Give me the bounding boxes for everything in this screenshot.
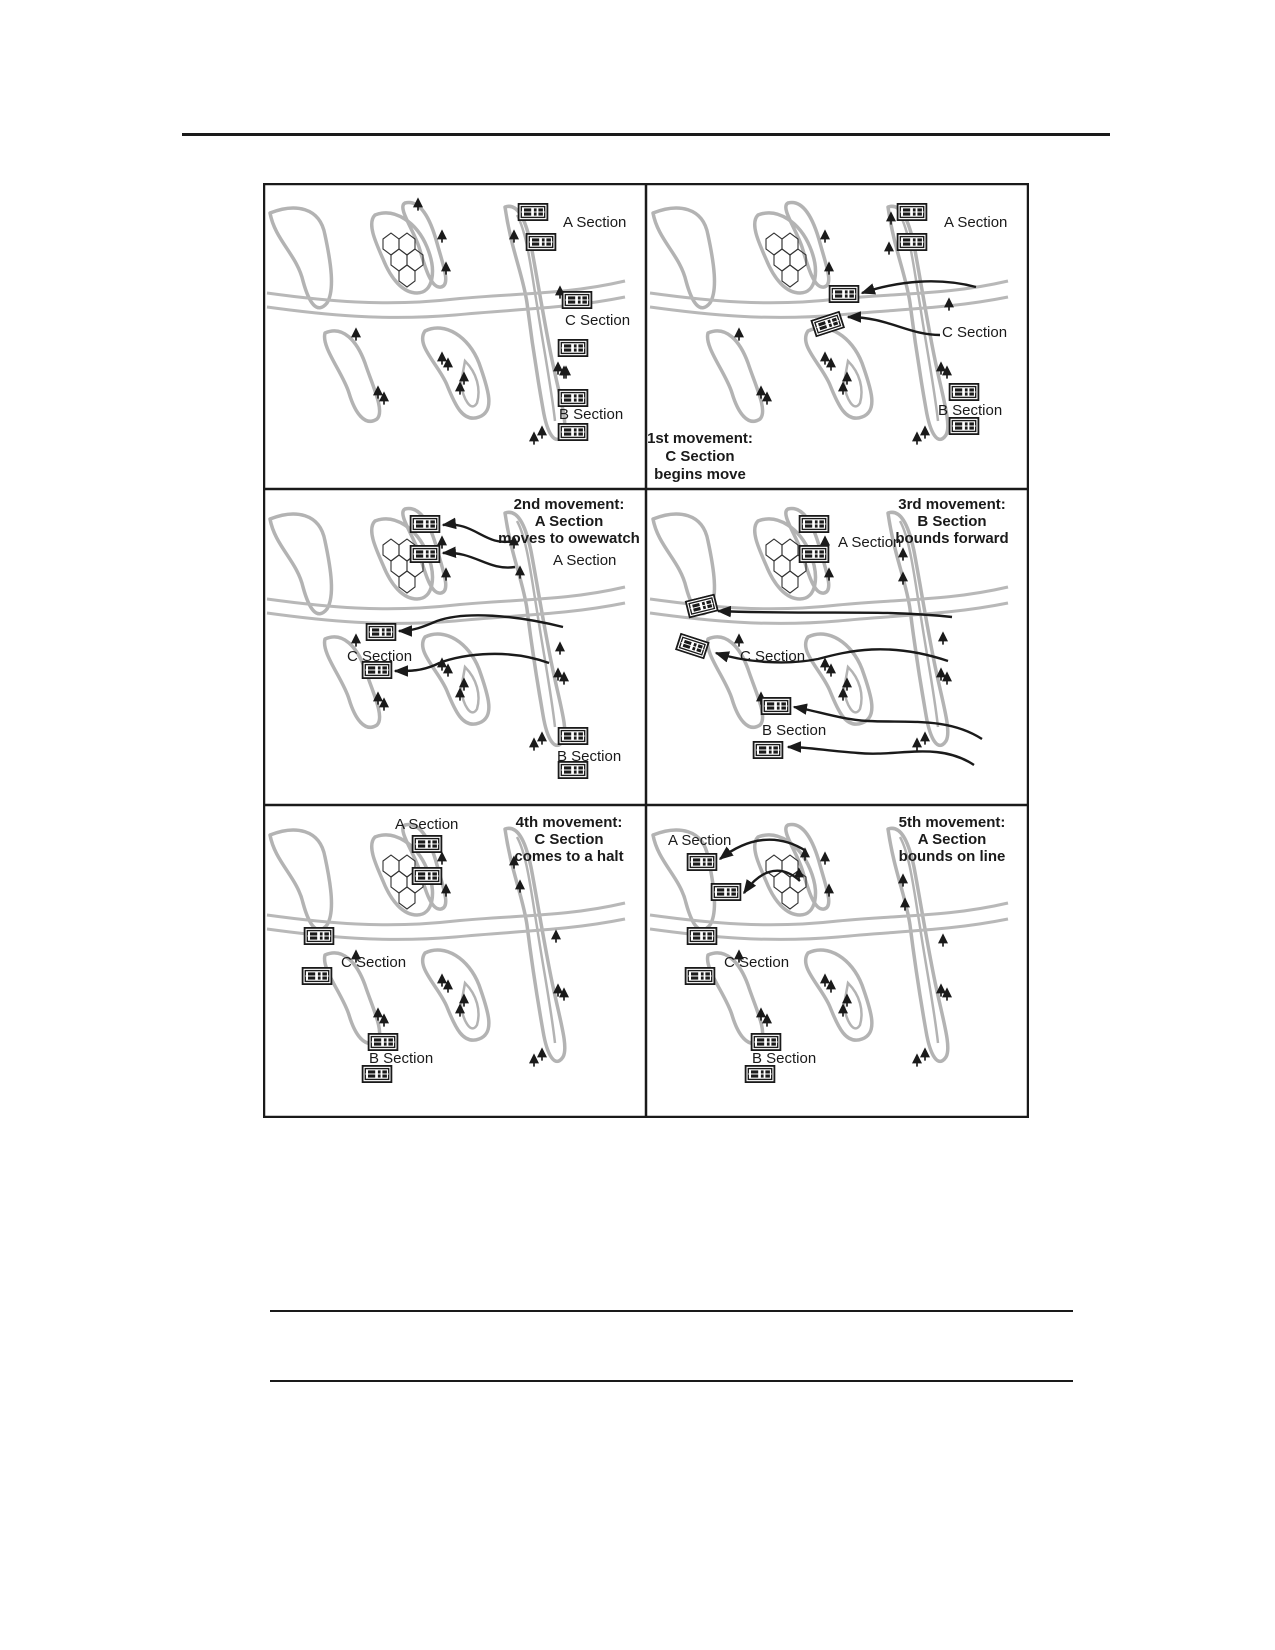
movement-arrow-icon (441, 517, 514, 544)
panel-3-label-b: B Section (557, 748, 621, 765)
panel-4-caption-2: B Section (917, 513, 986, 530)
tank-icon (365, 623, 397, 641)
tank-icon (896, 233, 928, 251)
panel-5-caption-3: comes to a halt (514, 848, 623, 865)
panel-4-caption-1: 3rd movement: (898, 496, 1006, 513)
tank-icon (948, 417, 980, 435)
tank-icon (798, 545, 830, 563)
panel-6-caption-2: A Section (918, 831, 987, 848)
tank-icon (409, 515, 441, 533)
footer-rule-bottom (270, 1380, 1073, 1382)
movement-arrow-icon (792, 703, 983, 741)
panel-3-label-a: A Section (553, 552, 616, 569)
panel-1-label-c: C Section (565, 312, 630, 329)
movement-arrow-icon (846, 311, 941, 337)
tank-icon (517, 203, 549, 221)
movement-arrow-icon (397, 614, 564, 637)
bounding-overwatch-figure: A Section C Section B Section A Section … (263, 183, 1029, 1118)
tank-icon (411, 867, 443, 885)
tank-icon (411, 835, 443, 853)
panel-6-caption-1: 5th movement: (899, 814, 1006, 831)
movement-arrow-icon (393, 652, 550, 677)
tank-icon (752, 741, 784, 759)
movement-arrow-icon (714, 648, 949, 664)
tank-icon (301, 967, 333, 985)
tank-icon (798, 515, 830, 533)
tank-icon (557, 389, 589, 407)
movement-arrow-icon (743, 869, 801, 895)
movement-arrow-icon (786, 741, 975, 766)
tank-icon (896, 203, 928, 221)
movement-arrow-icon (716, 605, 953, 619)
panel-5-caption-1: 4th movement: (516, 814, 623, 831)
tank-icon (557, 423, 589, 441)
panel-5-label-c: C Section (341, 954, 406, 971)
panel-4-label-c: C Section (740, 648, 805, 665)
panel-4-label-a: A Section (838, 534, 901, 551)
panel-6-label-b: B Section (752, 1050, 816, 1067)
panel-1-label-b: B Section (559, 406, 623, 423)
tank-icon (744, 1065, 776, 1083)
footer-rule-top (270, 1310, 1073, 1312)
panel-5-map: A Section C Section B Section 4th moveme… (267, 814, 625, 1083)
panel-5-label-b: B Section (369, 1050, 433, 1067)
tank-icon (557, 339, 589, 357)
tank-icon (409, 545, 441, 563)
panel-2-map: A Section C Section B Section 1st moveme… (647, 203, 1008, 483)
tank-icon (686, 927, 718, 945)
panel-4-label-b: B Section (762, 722, 826, 739)
tank-icon (367, 1033, 399, 1051)
panel-1-label-a: A Section (563, 214, 626, 231)
tank-icon (828, 285, 860, 303)
panel-6-label-a: A Section (668, 832, 731, 849)
tank-icon (361, 1065, 393, 1083)
header-rule (182, 133, 1110, 136)
tank-icon (684, 967, 716, 985)
panel-2-label-b: B Section (938, 402, 1002, 419)
panel-6-map: A Section C Section B Section 5th moveme… (650, 814, 1008, 1083)
tank-icon (561, 291, 593, 309)
panel-4-map: A Section C Section B Section 3rd moveme… (650, 496, 1009, 766)
panel-6-label-c: C Section (724, 954, 789, 971)
tank-icon (710, 883, 742, 901)
tank-icon (303, 927, 335, 945)
panel-2-caption-3: begins move (654, 466, 746, 483)
panel-2-caption-2: C Section (665, 448, 734, 465)
tank-icon (686, 853, 718, 871)
panel-3-caption-1: 2nd movement: (514, 496, 625, 513)
panel-2-label-a: A Section (944, 214, 1007, 231)
panel-3-caption-2: A Section (535, 513, 604, 530)
panel-5-label-a: A Section (395, 816, 458, 833)
tank-icon (557, 727, 589, 745)
movement-arrow-icon (441, 546, 516, 569)
tank-icon (948, 383, 980, 401)
tank-icon (525, 233, 557, 251)
panel-6-caption-3: bounds on line (899, 848, 1006, 865)
panel-4-caption-3: bounds forward (895, 530, 1008, 547)
movement-arrow-icon (718, 838, 807, 860)
movement-arrow-icon (860, 280, 977, 295)
tank-icon (750, 1033, 782, 1051)
panel-1-map: A Section C Section B Section (267, 197, 630, 444)
panel-2-label-c: C Section (942, 324, 1007, 341)
panel-5-caption-2: C Section (534, 831, 603, 848)
panel-3-map: C Section A Section B Section 2nd moveme… (267, 496, 640, 779)
panel-2-caption-1: 1st movement: (647, 430, 753, 447)
tank-icon (760, 697, 792, 715)
panel-3-caption-3: moves to owewatch (498, 530, 640, 547)
panel-3-label-c: C Section (347, 648, 412, 665)
